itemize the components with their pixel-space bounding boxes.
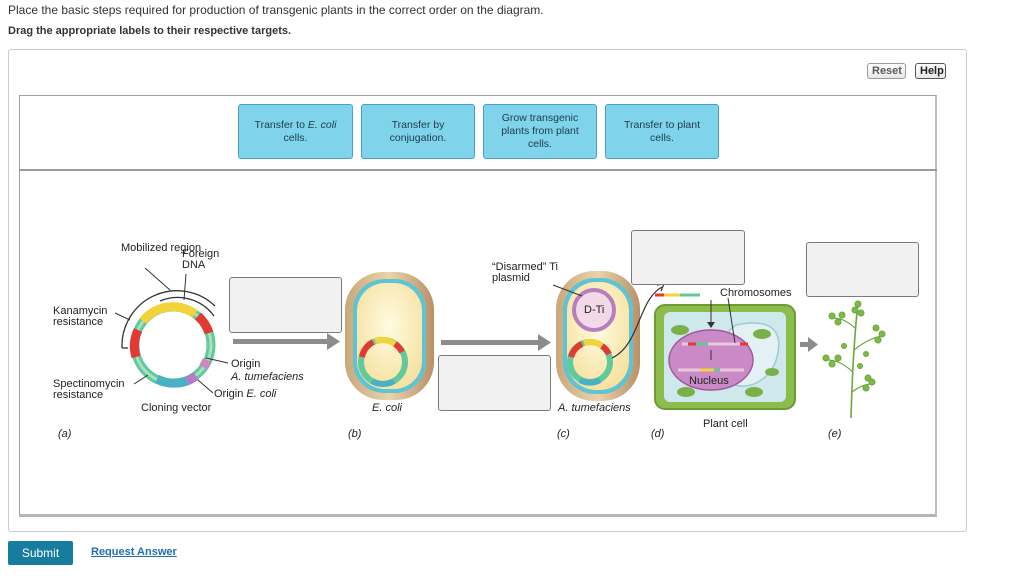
drop-target-step-3[interactable]: [631, 230, 745, 285]
submit-button[interactable]: Submit: [8, 541, 73, 565]
panel-e-label: (e): [828, 428, 842, 440]
label-text: Transfer to E. coli cells.: [254, 118, 337, 144]
origin-atum-species: A. tumefaciens: [231, 371, 304, 383]
label-transfer-by-conjugation[interactable]: Transfer by conjugation.: [361, 104, 475, 159]
ecoli-label: E. coli: [372, 402, 402, 414]
drop-target-step-1[interactable]: [229, 277, 342, 333]
atum-label: A. tumefaciens: [558, 402, 631, 414]
kanamycin-label: Kanamycin resistance: [53, 305, 108, 328]
disarmed-ti-plasmid-label: “Disarmed” Ti plasmid: [492, 261, 559, 284]
label-transfer-to-plant-cells[interactable]: Transfer to plant cells.: [605, 104, 719, 159]
chromosomes-label: Chromosomes: [720, 287, 792, 299]
foreign-dna-label: Foreign DNA: [182, 248, 220, 271]
cloning-vector-label: Cloning vector: [141, 402, 212, 414]
drop-target-step-4[interactable]: [806, 242, 919, 297]
label-transfer-to-ecoli[interactable]: Transfer to E. coli cells.: [238, 104, 353, 159]
panel-b-label: (b): [348, 428, 362, 440]
transgenic-plant: [822, 300, 886, 419]
ecoli-cell: [345, 272, 434, 400]
dti-label: D-Ti: [584, 304, 605, 316]
panel-d-label: (d): [651, 428, 665, 440]
mobilized-region-label: Mobilized region: [121, 242, 202, 254]
panel-c-label: (c): [557, 428, 570, 440]
spectinomycin-label: Spectinomycin resistance: [53, 378, 125, 401]
nucleus-label: Nucleus: [689, 375, 729, 387]
cloning-vector-plasmid: [114, 267, 229, 394]
help-button[interactable]: Help: [915, 63, 946, 79]
reset-button[interactable]: Reset: [867, 63, 906, 79]
agrobacterium-cell: [552, 271, 665, 401]
origin-ecoli-label: Origin E. coli: [214, 388, 277, 400]
arrow-d-to-e: [800, 337, 818, 352]
origin-atum-label: Origin: [231, 358, 261, 370]
drag-instruction: Drag the appropriate labels to their res…: [8, 25, 292, 37]
panel-a-label: (a): [58, 428, 72, 440]
plant-cell: [654, 293, 796, 410]
drop-target-step-2[interactable]: [438, 355, 551, 411]
arrow-b-to-c: [441, 334, 551, 351]
label-pool-divider: [19, 169, 937, 171]
question-instruction: Place the basic steps required for produ…: [8, 3, 544, 17]
request-answer-link[interactable]: Request Answer: [91, 546, 177, 558]
plant-cell-label: Plant cell: [703, 418, 748, 430]
arrow-a-to-b: [233, 333, 340, 350]
label-grow-transgenic-plants[interactable]: Grow transgenic plants from plant cells.: [483, 104, 597, 159]
